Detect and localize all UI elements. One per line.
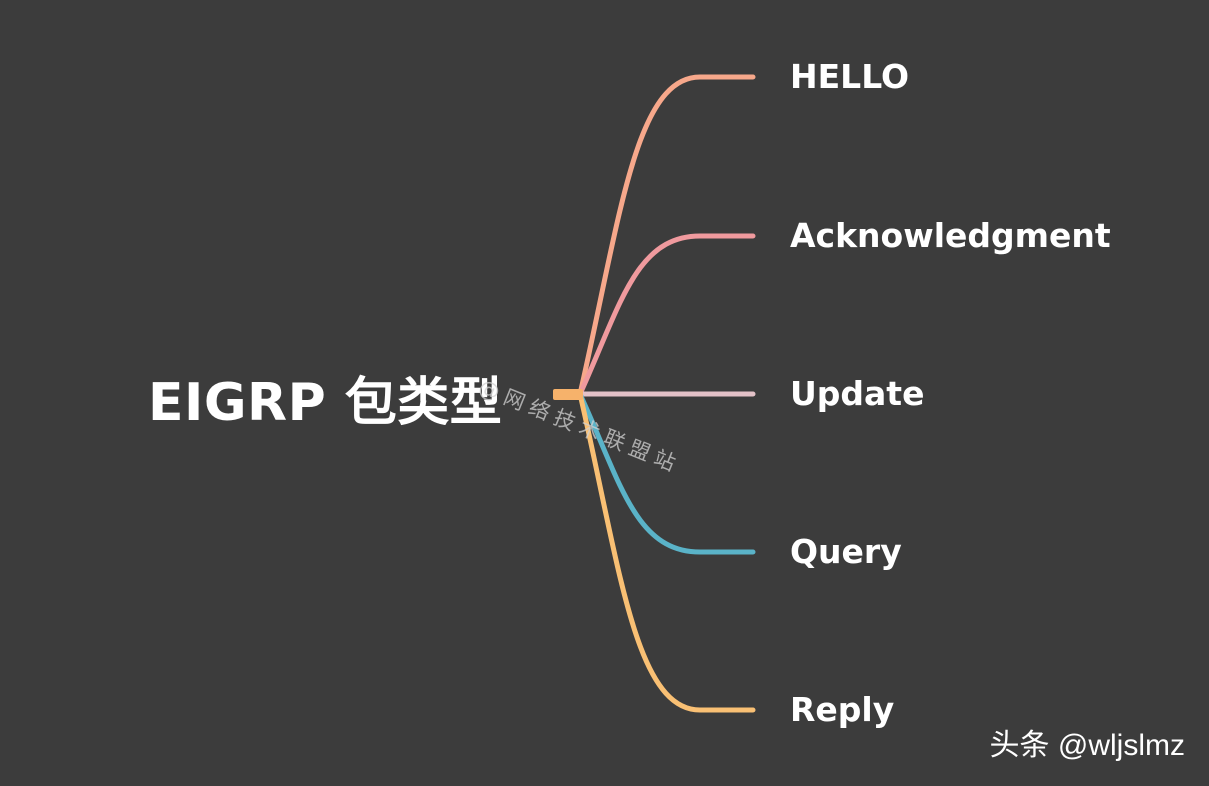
branch-line-reply bbox=[577, 391, 756, 713]
root-topic: EIGRP 包类型 bbox=[148, 373, 503, 433]
branch-label-update: Update bbox=[790, 374, 925, 413]
branch-line-acknowledgment bbox=[577, 233, 756, 397]
credit-text: 头条 @wljslmz bbox=[989, 729, 1185, 762]
branch-label-acknowledgment: Acknowledgment bbox=[790, 216, 1111, 255]
branch-connectors bbox=[577, 74, 756, 713]
root-connector bbox=[553, 389, 583, 400]
branch-label-reply: Reply bbox=[790, 690, 895, 729]
branch-line-query bbox=[577, 391, 756, 555]
branch-line-hello bbox=[577, 74, 756, 397]
branch-label-query: Query bbox=[790, 532, 902, 571]
branch-label-hello: HELLO bbox=[790, 57, 910, 96]
